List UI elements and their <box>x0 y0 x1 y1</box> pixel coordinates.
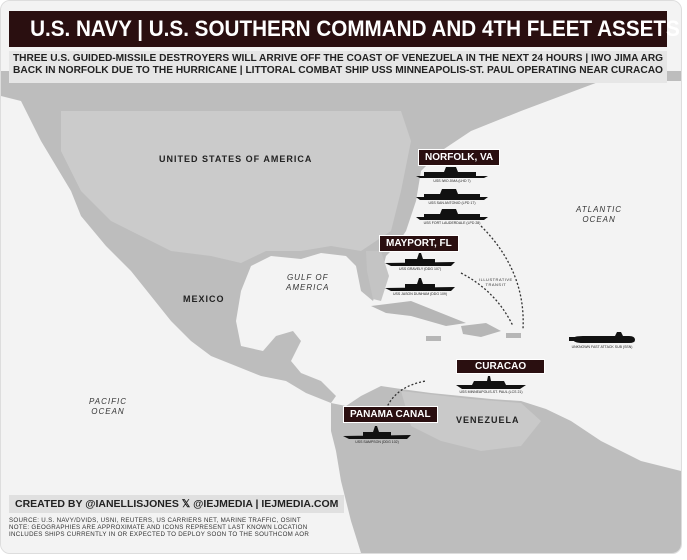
title-banner: U.S. NAVY | U.S. SOUTHERN COMMAND AND 4T… <box>9 11 680 47</box>
ship-minneapolis-st-paul: USS MINNEAPOLIS-ST. PAUL (LCS 21) <box>456 376 526 394</box>
subtitle-line: BACK IN NORFOLK DUE TO THE HURRICANE | L… <box>13 65 663 76</box>
ship-gravely: USS GRAVELY (DDG 107) <box>385 253 455 271</box>
credit-line: CREATED BY @IANELLISJONES 𝕏 @IEJMEDIA | … <box>9 495 345 513</box>
label-mexico: MEXICO <box>183 294 225 304</box>
submarine-icon <box>569 332 635 343</box>
ship-sampson: USS SAMPSON (DDG 102) <box>343 426 411 444</box>
title-text: U.S. NAVY | U.S. SOUTHERN COMMAND AND 4T… <box>30 16 680 41</box>
label-usa: UNITED STATES OF AMERICA <box>159 154 313 164</box>
puerto-rico <box>506 333 521 338</box>
destroyer-icon <box>385 278 455 291</box>
amphibious-ship-icon <box>416 189 488 200</box>
map-background <box>1 1 681 553</box>
cuba <box>371 301 466 326</box>
transit-arrow-mayport <box>460 272 514 327</box>
ship-jason-dunham: USS JASON DUNHAM (DDG 109) <box>385 278 455 296</box>
amphibious-ship-icon <box>416 209 488 220</box>
subtitle: THREE U.S. GUIDED-MISSILE DESTROYERS WIL… <box>9 51 667 83</box>
hispaniola <box>461 323 501 337</box>
submarine-ssn: UNKNOWN FAST ATTACK SUB (SSN) <box>569 332 635 349</box>
destroyer-icon <box>343 426 411 439</box>
amphibious-ship-icon <box>416 167 488 178</box>
florida <box>366 251 389 301</box>
port-label-mayport: MAYPORT, FL <box>379 235 459 252</box>
label-venezuela: VENEZUELA <box>456 415 520 425</box>
us-lighter-region <box>61 111 411 263</box>
littoral-combat-ship-icon <box>456 376 526 389</box>
port-label-panama: PANAMA CANAL <box>343 406 438 423</box>
ship-iwo-jima: USS IWO JIMA (LHD 7) <box>416 166 488 183</box>
ship-fort-lauderdale: USS FORT LAUDERDALE (LPD 28) <box>416 208 488 225</box>
source-notes: SOURCE: U.S. NAVY/DVIDS, USNI, REUTERS, … <box>9 517 310 538</box>
ship-san-antonio: USS SAN ANTONIO (LPD 17) <box>416 188 488 205</box>
subtitle-line: THREE U.S. GUIDED-MISSILE DESTROYERS WIL… <box>12 53 664 64</box>
transit-arrow-panama <box>385 380 427 410</box>
jamaica <box>426 336 441 341</box>
port-label-norfolk: NORFOLK, VA <box>418 149 501 166</box>
destroyer-icon <box>385 253 455 266</box>
transit-arrow-norfolk <box>480 225 524 330</box>
port-label-curacao: CURACAO <box>456 359 546 374</box>
